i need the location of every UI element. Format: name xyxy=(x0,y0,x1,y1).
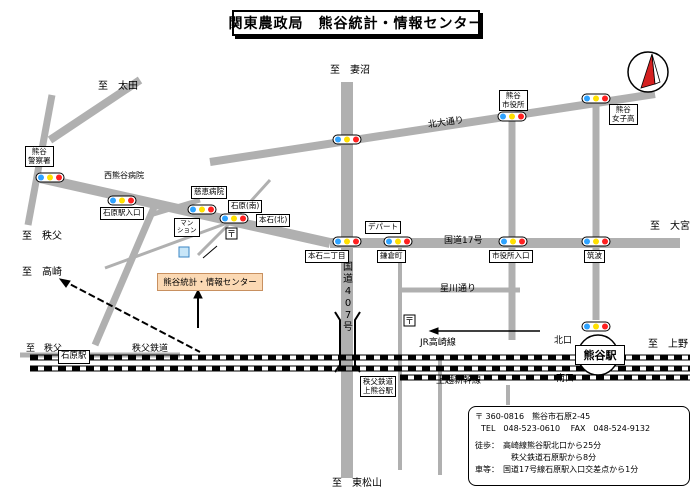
intersection-tsukuba: 筑波 xyxy=(584,250,605,263)
station-kumagaya: 熊谷駅 xyxy=(575,345,625,365)
label-to-omiya: 至 大宮 xyxy=(650,221,690,232)
label-to-ota: 至 太田 xyxy=(98,81,138,92)
road-kitaodori xyxy=(209,90,656,166)
traffic-signals xyxy=(35,93,611,332)
intersection-ishiwara-entrance: 石原駅入口 xyxy=(100,207,144,220)
road-route17-west xyxy=(38,173,332,248)
traffic-signal-icon xyxy=(35,172,65,183)
traffic-signal-icon xyxy=(498,236,528,247)
intersection-motoishi-2: 本石二丁目 xyxy=(305,250,349,263)
label-route407: 国 道 4 0 7 号 xyxy=(343,262,353,333)
page-title: 関東農政局 熊谷統計・情報センター xyxy=(229,10,483,36)
landmark-jikei-hospital: 慈恵病院 xyxy=(191,186,227,199)
intersection-ishiwara-south: 石原(南) xyxy=(228,200,263,213)
landmark-city-hall: 熊谷 市役所 xyxy=(499,90,528,112)
label-to-tsumanuma: 至 妻沼 xyxy=(330,65,370,76)
access-info-box: 〒 360-0816 熊谷市石原2-45 TEL 048-523-0610 FA… xyxy=(468,406,690,486)
label-minamiguchi: 南口 xyxy=(556,374,575,384)
center-building xyxy=(178,246,190,258)
svg-text:〒: 〒 xyxy=(405,317,414,327)
info-walk-2: 秩父鉄道石原駅から8分 xyxy=(511,453,597,462)
direction-arrows xyxy=(58,245,540,353)
info-tel: TEL 048-523-0610 FAX 048-524-9132 xyxy=(481,424,651,433)
road-west-diag xyxy=(91,203,159,347)
info-walk-label: 徒歩 xyxy=(475,441,491,450)
info-address: 〒 360-0816 熊谷市石原2-45 xyxy=(475,412,591,421)
post-office-icon: 〒 xyxy=(225,227,238,240)
label-to-takasaki: 至 高崎 xyxy=(22,267,62,278)
label-kitaguchi: 北口 xyxy=(554,336,573,346)
info-car-1: ： 国道17号線石原駅入口交差点から1分 xyxy=(491,465,639,474)
traffic-signal-icon xyxy=(187,204,217,215)
label-route17: 国道17号 xyxy=(444,236,483,246)
road-link xyxy=(149,197,201,218)
landmark-police: 熊谷 警察署 xyxy=(25,146,54,168)
label-to-chichibu-rail: 至 秩父 xyxy=(26,344,63,354)
landmark-center: 熊谷統計・情報センター xyxy=(157,273,263,291)
label-chichibu-railway: 秩父鉄道 xyxy=(132,344,169,354)
traffic-signal-icon xyxy=(581,93,611,104)
intersection-city-hall-entrance: 市役所入口 xyxy=(489,250,533,263)
traffic-signal-icon xyxy=(383,236,413,247)
label-to-higashimatsuyama: 至 東松山 xyxy=(332,478,382,489)
label-hoshikawa: 星川通り xyxy=(440,284,477,294)
label-to-ueno: 至 上野 xyxy=(648,339,688,350)
overpass xyxy=(334,311,361,373)
intersection-kamakura: 鎌倉町 xyxy=(377,250,406,263)
station-ishiwara: 石原駅 xyxy=(58,350,90,364)
label-joetsu-shinkansen: 上越新幹線 xyxy=(436,376,482,386)
post-office-icon: 〒 xyxy=(403,314,416,327)
label-jr-takasaki: JR高崎線 xyxy=(420,338,456,348)
station-kamikumagaya: 秩父鉄道 上熊谷駅 xyxy=(360,376,396,398)
road-ota xyxy=(47,76,143,144)
traffic-signal-icon xyxy=(219,213,249,224)
info-car-label: 車等 xyxy=(475,465,491,474)
landmark-girls-school: 熊谷 女子高 xyxy=(609,104,638,126)
landmark-department: デパート xyxy=(365,221,401,234)
traffic-signal-icon xyxy=(332,236,362,247)
traffic-signal-icon xyxy=(581,236,611,247)
traffic-signal-icon xyxy=(332,134,362,145)
landmark-nishi-hospital: 西熊谷病院 xyxy=(104,171,144,180)
road-thin3 xyxy=(196,216,237,257)
north-arrow-icon xyxy=(627,51,669,93)
traffic-signal-icon xyxy=(497,111,527,122)
intersection-motoishi-north: 本石(北) xyxy=(256,214,291,227)
label-to-chichibu: 至 秩父 xyxy=(22,231,62,242)
svg-text:〒: 〒 xyxy=(227,230,236,240)
landmark-mansion: マン ション xyxy=(174,218,200,237)
road-thin1 xyxy=(104,220,231,270)
info-walk-1: ： 高崎線熊谷駅北口から25分 xyxy=(491,441,602,450)
traffic-signal-icon xyxy=(581,321,611,332)
traffic-signal-icon xyxy=(107,195,137,206)
